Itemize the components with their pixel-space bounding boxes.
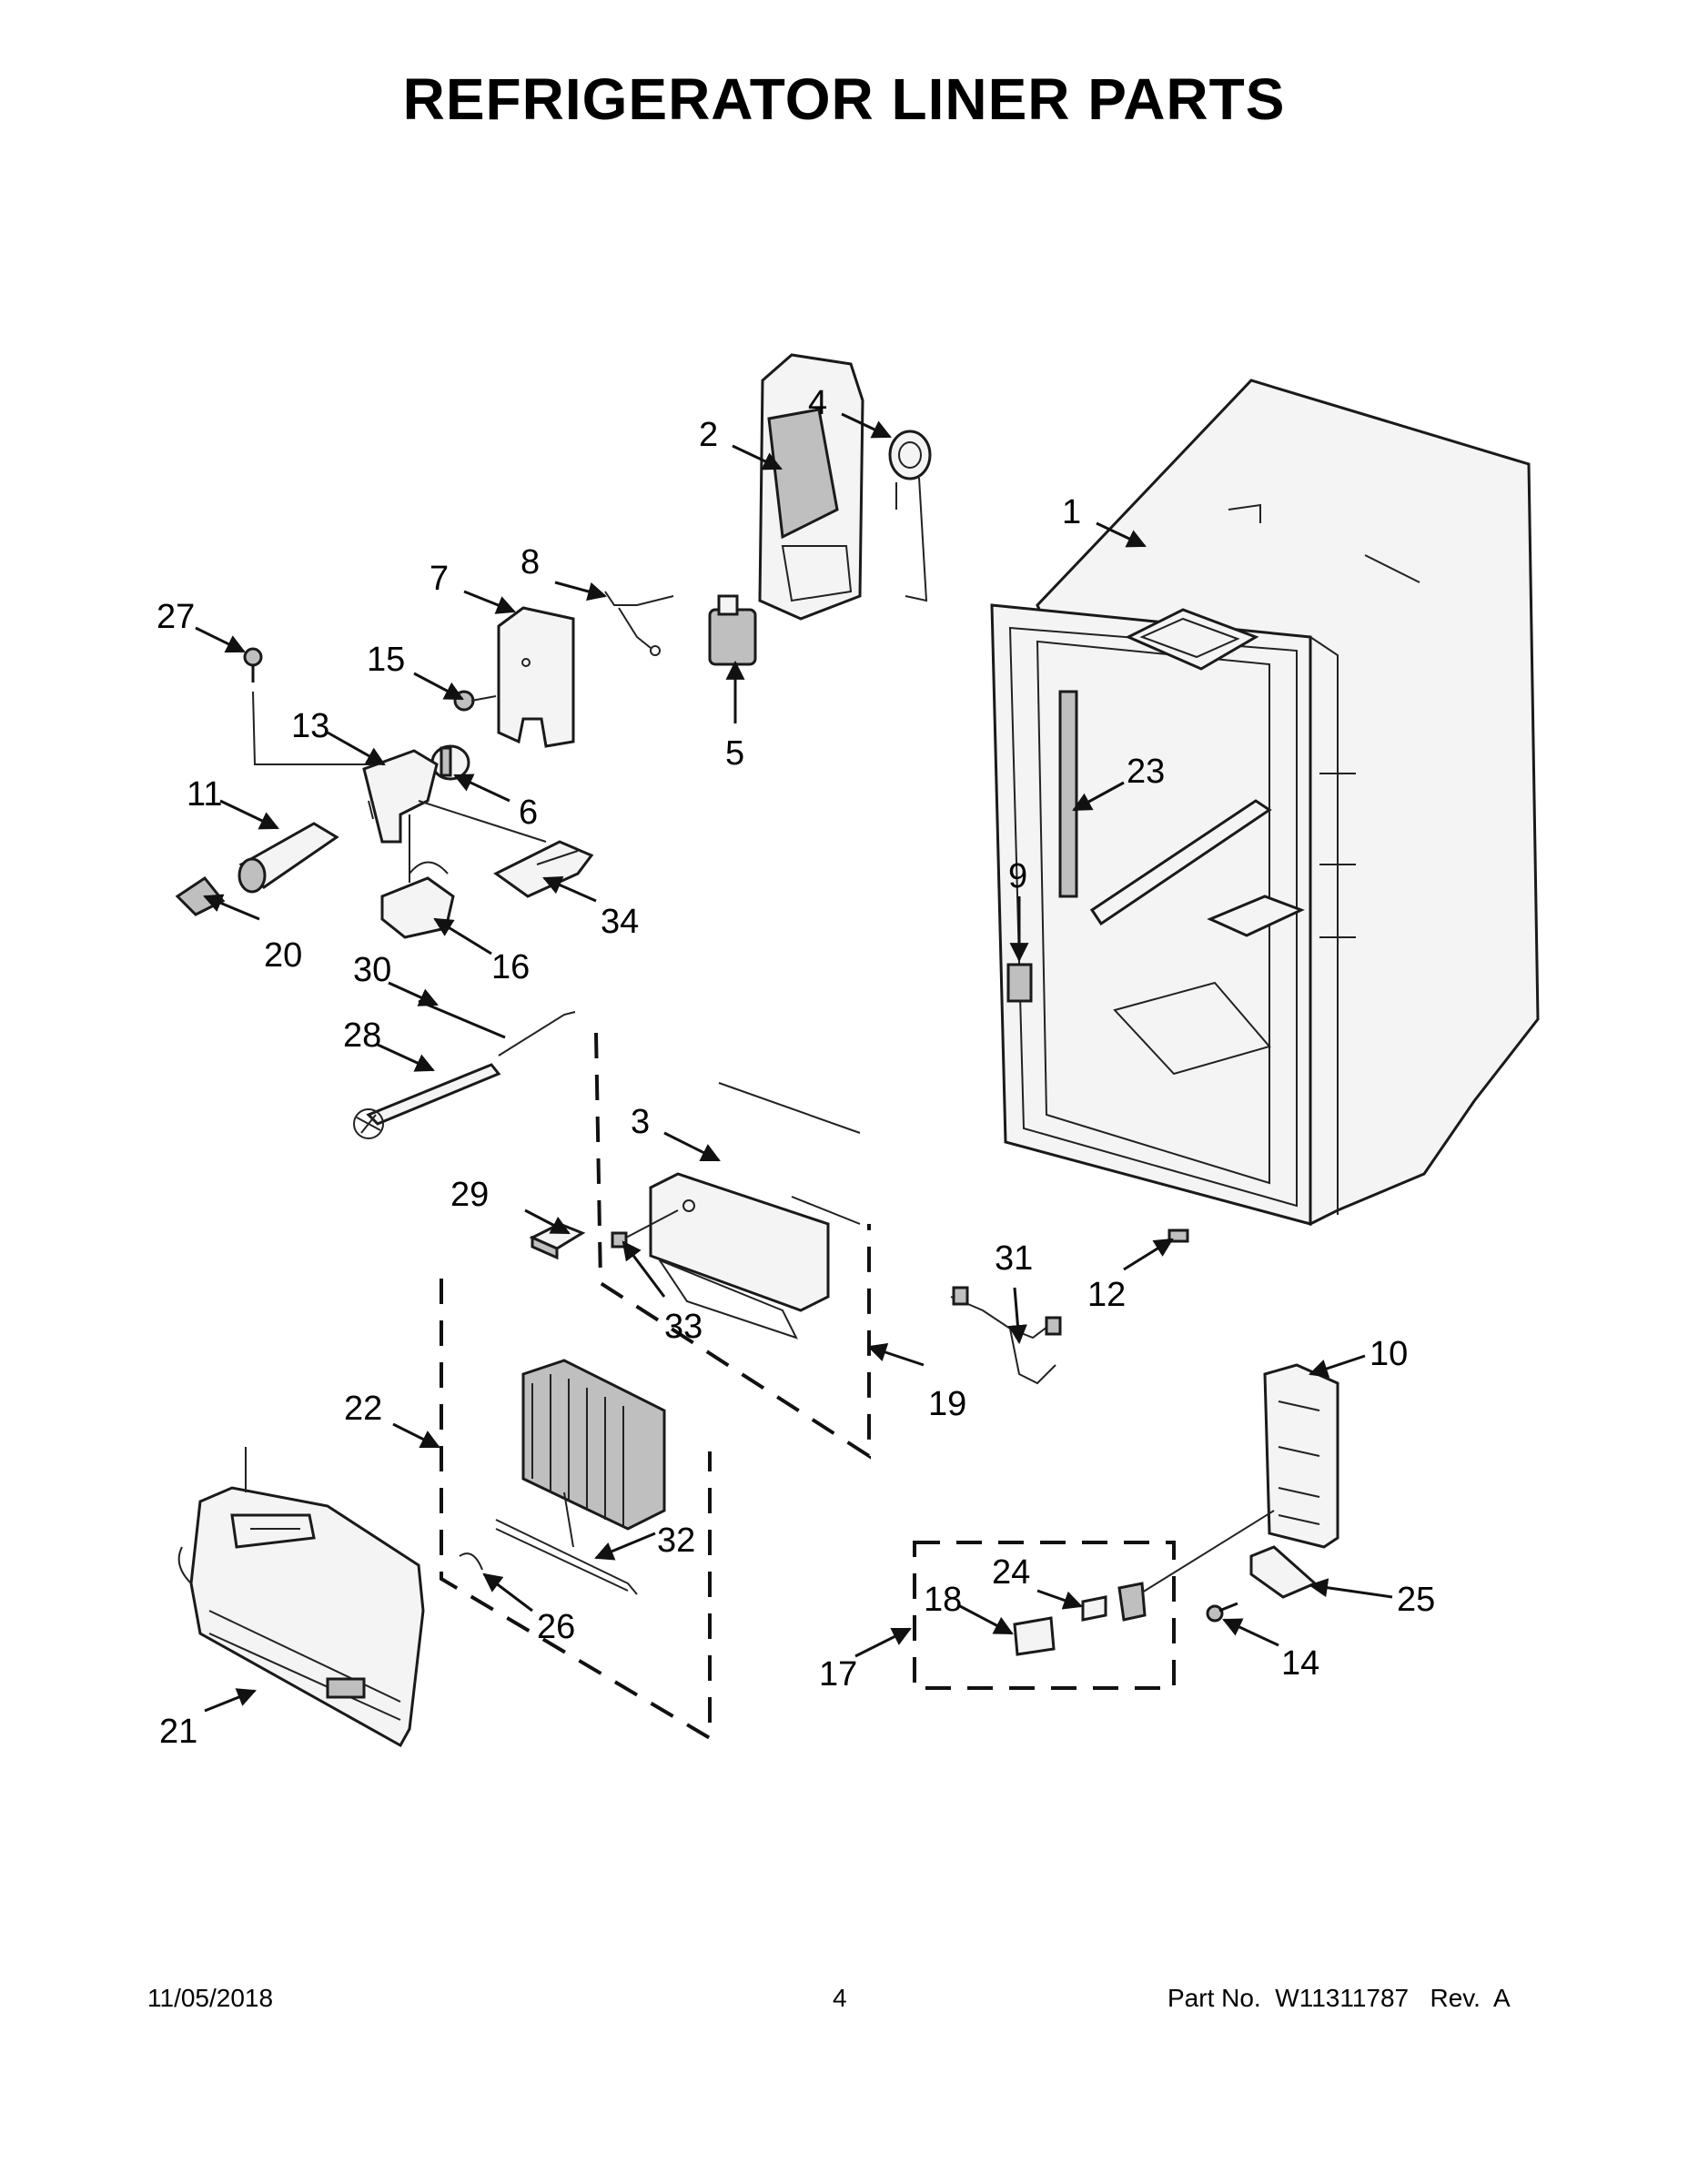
footer-date: 11/05/2018 <box>147 1984 274 2012</box>
screw-part-15[interactable] <box>453 690 497 712</box>
connector-part-12[interactable] <box>1167 1228 1189 1243</box>
callout-16: 16 <box>491 948 530 986</box>
cover-part-7[interactable] <box>497 606 575 748</box>
filter-head-part-11[interactable] <box>238 822 339 894</box>
callout-13: 13 <box>291 707 329 745</box>
callout-1: 1 <box>1062 493 1081 531</box>
callout-19: 19 <box>928 1385 966 1423</box>
cap-part-20[interactable] <box>175 875 226 916</box>
callout-17: 17 <box>819 1655 857 1694</box>
led-part-17[interactable] <box>1117 1510 1275 1622</box>
part-number-value: W11311787 <box>1275 1984 1410 2012</box>
plate-part-10[interactable] <box>1263 1363 1339 1549</box>
callout-26: 26 <box>537 1608 575 1646</box>
group-17-outline <box>913 1541 1176 1690</box>
callout-12: 12 <box>1087 1276 1126 1314</box>
callout-8: 8 <box>521 543 540 581</box>
callout-18: 18 <box>924 1581 962 1619</box>
tube-part-8[interactable] <box>604 591 674 656</box>
callout-23: 23 <box>1127 753 1165 791</box>
rear-panel-part-21[interactable] <box>177 1447 425 1748</box>
callout-14: 14 <box>1281 1644 1319 1683</box>
fan-motor-part-28[interactable] <box>353 1011 576 1139</box>
control-housing-part-2[interactable] <box>758 353 864 621</box>
revision-label: Rev. <box>1430 1984 1481 2012</box>
screw-part-14[interactable] <box>1206 1602 1238 1623</box>
callout-7: 7 <box>430 560 449 598</box>
callout-10: 10 <box>1370 1335 1408 1373</box>
harness-part-31[interactable] <box>950 1286 1062 1385</box>
callout-28: 28 <box>343 1016 381 1055</box>
liner-part-1[interactable] <box>990 379 1540 1227</box>
evaporator-cover-part-3[interactable] <box>649 1082 861 1340</box>
callout-15: 15 <box>367 641 405 679</box>
footer-page-number: 4 <box>833 1984 847 2012</box>
callout-27: 27 <box>157 598 195 636</box>
valve-part-5[interactable] <box>708 594 757 666</box>
callout-numbers: 1 2 3 4 5 6 7 8 9 10 11 12 13 14 15 16 1… <box>157 384 1435 1751</box>
pad-part-24[interactable] <box>1081 1595 1107 1622</box>
footer-part-number: Part No. W11311787 Rev. A <box>1167 1984 1511 2013</box>
group-22-outline <box>440 1279 712 1742</box>
callout-30: 30 <box>353 951 391 989</box>
callout-3: 3 <box>631 1103 650 1141</box>
heater-part-32[interactable] <box>495 1491 638 1595</box>
callout-33: 33 <box>664 1308 702 1346</box>
pad-part-29[interactable] <box>529 1222 586 1260</box>
callout-4: 4 <box>808 384 827 422</box>
callout-9: 9 <box>1008 857 1027 895</box>
callout-21: 21 <box>159 1713 197 1751</box>
clip-part-6[interactable] <box>430 744 470 781</box>
housing-part-16[interactable] <box>380 861 455 939</box>
bracket-part-25[interactable] <box>1249 1545 1318 1599</box>
callout-6: 6 <box>519 794 538 832</box>
callout-leaders <box>195 412 1393 1713</box>
bracket-part-13[interactable] <box>362 749 439 844</box>
screw-part-27[interactable] <box>243 647 263 682</box>
wire-part-30[interactable] <box>418 999 506 1039</box>
callout-29: 29 <box>450 1176 489 1214</box>
callout-2: 2 <box>699 416 718 454</box>
channel-part-34[interactable] <box>493 840 594 898</box>
wire-coil-part-4[interactable] <box>888 430 932 602</box>
revision-value: A <box>1492 1984 1511 2012</box>
group-19-outline <box>594 1032 871 1460</box>
callout-20: 20 <box>264 936 302 975</box>
clip-part-26[interactable] <box>459 1552 483 1571</box>
callout-25: 25 <box>1397 1581 1435 1619</box>
callout-31: 31 <box>995 1239 1033 1278</box>
callout-32: 32 <box>657 1522 695 1560</box>
page-title: REFRIGERATOR LINER PARTS <box>402 66 1286 132</box>
callout-34: 34 <box>601 903 639 941</box>
evaporator-coil-part-22[interactable] <box>521 1359 666 1531</box>
callout-22: 22 <box>344 1390 382 1428</box>
lens-part-18[interactable] <box>1013 1616 1056 1656</box>
callout-24: 24 <box>992 1553 1030 1592</box>
part-number-label: Part No. <box>1167 1984 1261 2012</box>
callout-5: 5 <box>725 734 744 773</box>
callout-11: 11 <box>187 775 222 814</box>
